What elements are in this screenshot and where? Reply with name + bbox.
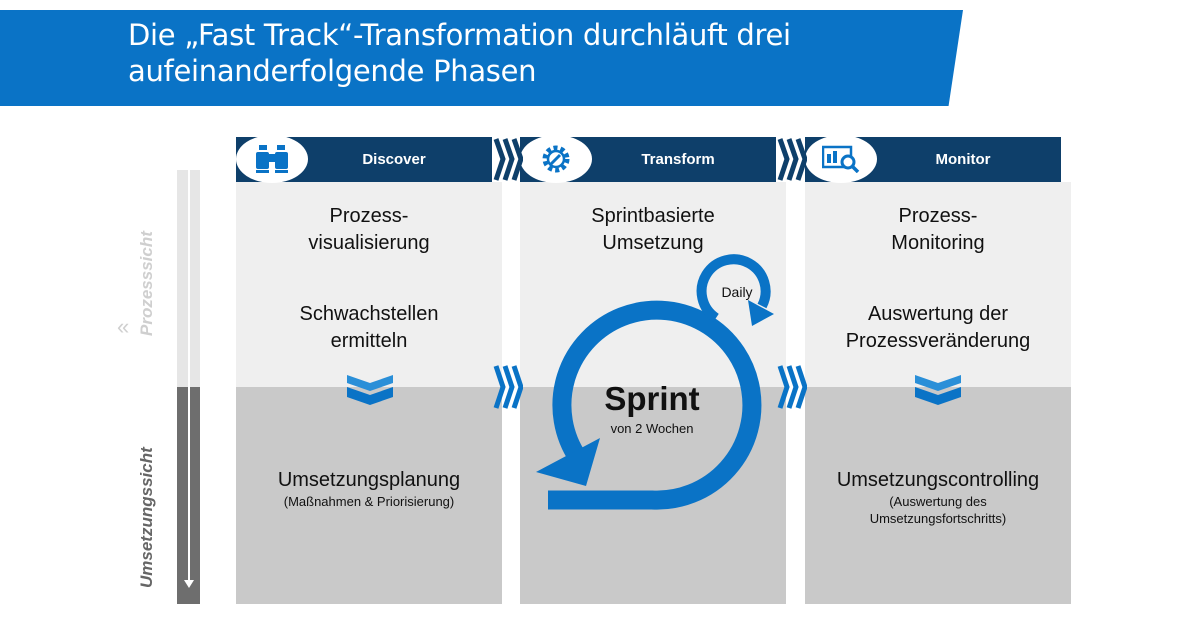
text-umsetzungscontrolling: Umsetzungscontrolling [836, 469, 1040, 491]
double-chevron-up-icon: « [117, 314, 130, 339]
phase-title: Monitor [935, 151, 991, 168]
daily-label: Daily [721, 284, 753, 300]
text-prozess-monitoring: Prozess-Monitoring [891, 205, 985, 254]
process-view-panel [805, 182, 1071, 387]
sprint-cycle-arrow [548, 300, 762, 510]
chevron-down-icon [347, 375, 393, 405]
implementation-view-panel [805, 387, 1071, 604]
phase-title: Transform [641, 151, 715, 168]
flow-chevron-icon [777, 365, 807, 409]
implementation-view-panel [236, 387, 502, 604]
chevron-down-icon [915, 375, 961, 405]
sprint-arrowhead [536, 438, 600, 486]
title-banner [0, 10, 963, 106]
phase-monitor: Monitor Prozess-Monitoring Auswertung de… [805, 135, 1071, 604]
text-prozessvisualisierung: Prozess-visualisierung [308, 205, 430, 254]
text-massnahmen: (Maßnahmen & Priorisierung) [283, 494, 455, 509]
phase-discover: Discover Prozess-visualisierung Schwachs… [236, 135, 502, 604]
daily-cycle-arrow [696, 254, 771, 323]
text-umsetzungsplanung: Umsetzungsplanung [277, 469, 461, 491]
monitor-search-icon [805, 135, 877, 183]
binoculars-icon [236, 135, 308, 183]
page-title: Die „Fast Track“-Transformation durchläu… [128, 17, 791, 89]
title-line: Die „Fast Track“-Transformation durchläu… [128, 18, 791, 52]
title-line: aufeinanderfolgende Phasen [128, 54, 537, 88]
header-chevron-icon [777, 138, 807, 181]
daily-arrowhead [748, 300, 774, 326]
sprint-label: Sprint [604, 380, 700, 417]
axis-line [188, 170, 190, 585]
phase-title: Discover [362, 151, 426, 168]
process-view-panel [236, 182, 502, 387]
gear-wrench-icon [520, 135, 592, 183]
arrow-down-icon [184, 580, 194, 588]
sprint-duration-label: von 2 Wochen [610, 421, 694, 436]
header-chevron-icon [493, 138, 523, 181]
flow-chevron-icon [493, 365, 523, 409]
